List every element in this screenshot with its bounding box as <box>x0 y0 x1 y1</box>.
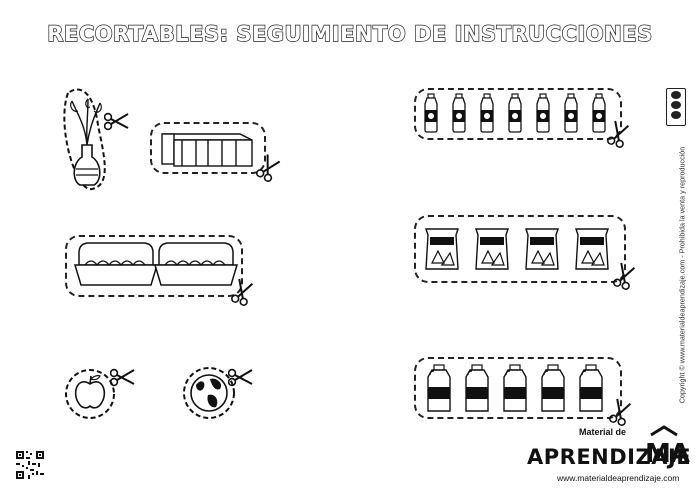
cutout-apple[interactable] <box>64 368 116 420</box>
cutout-books[interactable] <box>150 122 266 174</box>
brand-mark: MA <box>645 439 690 469</box>
cc-by-nc-nd-icon <box>666 88 686 126</box>
cutout-earth-globe[interactable] <box>182 365 238 421</box>
cutout-chip-bags[interactable] <box>414 215 626 283</box>
cutout-vase[interactable] <box>58 85 118 195</box>
brand-logo: Material de APRENDIZAJE MA www.materiald… <box>527 425 691 491</box>
brand-big-text: APRENDIZAJE <box>527 445 692 469</box>
page-title: RECORTABLES: SEGUIMIENTO DE INSTRUCCIONE… <box>47 21 653 46</box>
scissors-icon <box>110 368 135 387</box>
scissors-icon <box>104 112 129 131</box>
brand-small-text: Material de <box>579 427 627 437</box>
scissors-icon <box>228 368 253 387</box>
cutout-detergent-jugs[interactable] <box>414 357 622 419</box>
cutout-water-bottles[interactable] <box>414 88 622 140</box>
brand-url: www.materialdeaprendizaje.com <box>557 473 680 483</box>
qr-code-icon <box>16 451 44 479</box>
copyright-text: Copyright © www.materialdeaprendizaje.co… <box>677 146 687 404</box>
copyright-note: Copyright © www.materialdeaprendizaje.co… <box>672 140 692 410</box>
cutout-egg-cartons[interactable] <box>65 235 243 297</box>
mortarboard-icon <box>650 425 678 437</box>
